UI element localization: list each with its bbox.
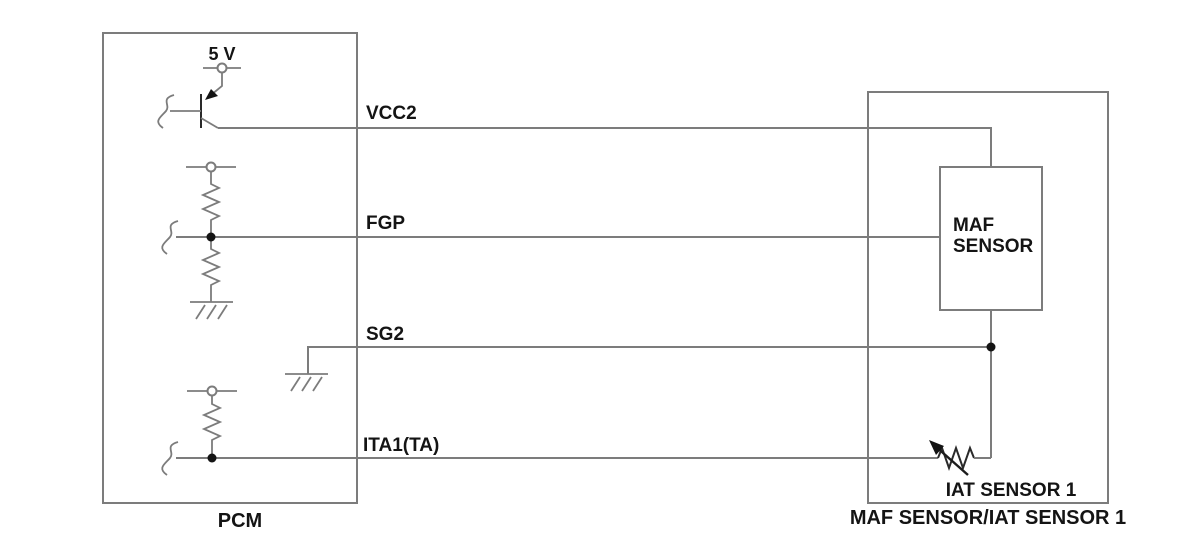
maf-sensor-label-line1: MAF: [953, 215, 994, 236]
pullup-terminal-icon: [206, 385, 218, 397]
maf-iat-sensor-box: [867, 91, 1109, 504]
ground-icon: [285, 373, 328, 392]
resistor-icon: [201, 396, 223, 458]
transistor-emitter-wire: [210, 73, 223, 96]
pcm-box: [102, 32, 358, 504]
connector-pigtail-icon: [161, 441, 179, 476]
ita1-circuit: [161, 385, 938, 476]
sg2-circuit: [285, 346, 991, 392]
pcm-box-caption: PCM: [218, 510, 262, 532]
pin-label-sg2: SG2: [366, 324, 404, 345]
pin-label-ita1: ITA1(TA): [363, 435, 439, 456]
pin-label-vcc2: VCC2: [366, 103, 417, 124]
wire-sg2: [307, 346, 991, 374]
iat-sensor-label: IAT SENSOR 1: [946, 480, 1077, 501]
vcc2-circuit: [157, 62, 992, 167]
transistor-icon: [170, 94, 219, 129]
thermistor-arrow-icon: [929, 440, 944, 455]
sensor-internals: [929, 166, 1043, 476]
maf-sensor-label-line2: SENSOR: [953, 236, 1034, 257]
pullup-terminal-icon: [205, 161, 217, 173]
supply-voltage-label: 5 V: [208, 44, 235, 64]
maf-sensor-box: [939, 166, 1043, 311]
pin-label-fgp: FGP: [366, 213, 405, 234]
resistor-icon: [200, 172, 222, 237]
thermistor-icon: [929, 440, 991, 476]
ground-icon: [190, 301, 233, 320]
resistor-icon: [200, 237, 222, 302]
supply-terminal-icon: [216, 62, 228, 74]
junction-dot: [207, 453, 217, 463]
connector-pigtail-icon: [157, 94, 175, 129]
sensor-box-caption: MAF SENSOR/IAT SENSOR 1: [850, 507, 1126, 529]
transistor-collector-wire: [200, 117, 219, 129]
wire-vcc2: [218, 127, 992, 167]
fgp-circuit: [161, 161, 940, 320]
junction-dot: [206, 232, 216, 242]
junction-dot: [986, 342, 996, 352]
connector-pigtail-icon: [161, 220, 179, 255]
transistor-arrow-icon: [205, 89, 218, 100]
